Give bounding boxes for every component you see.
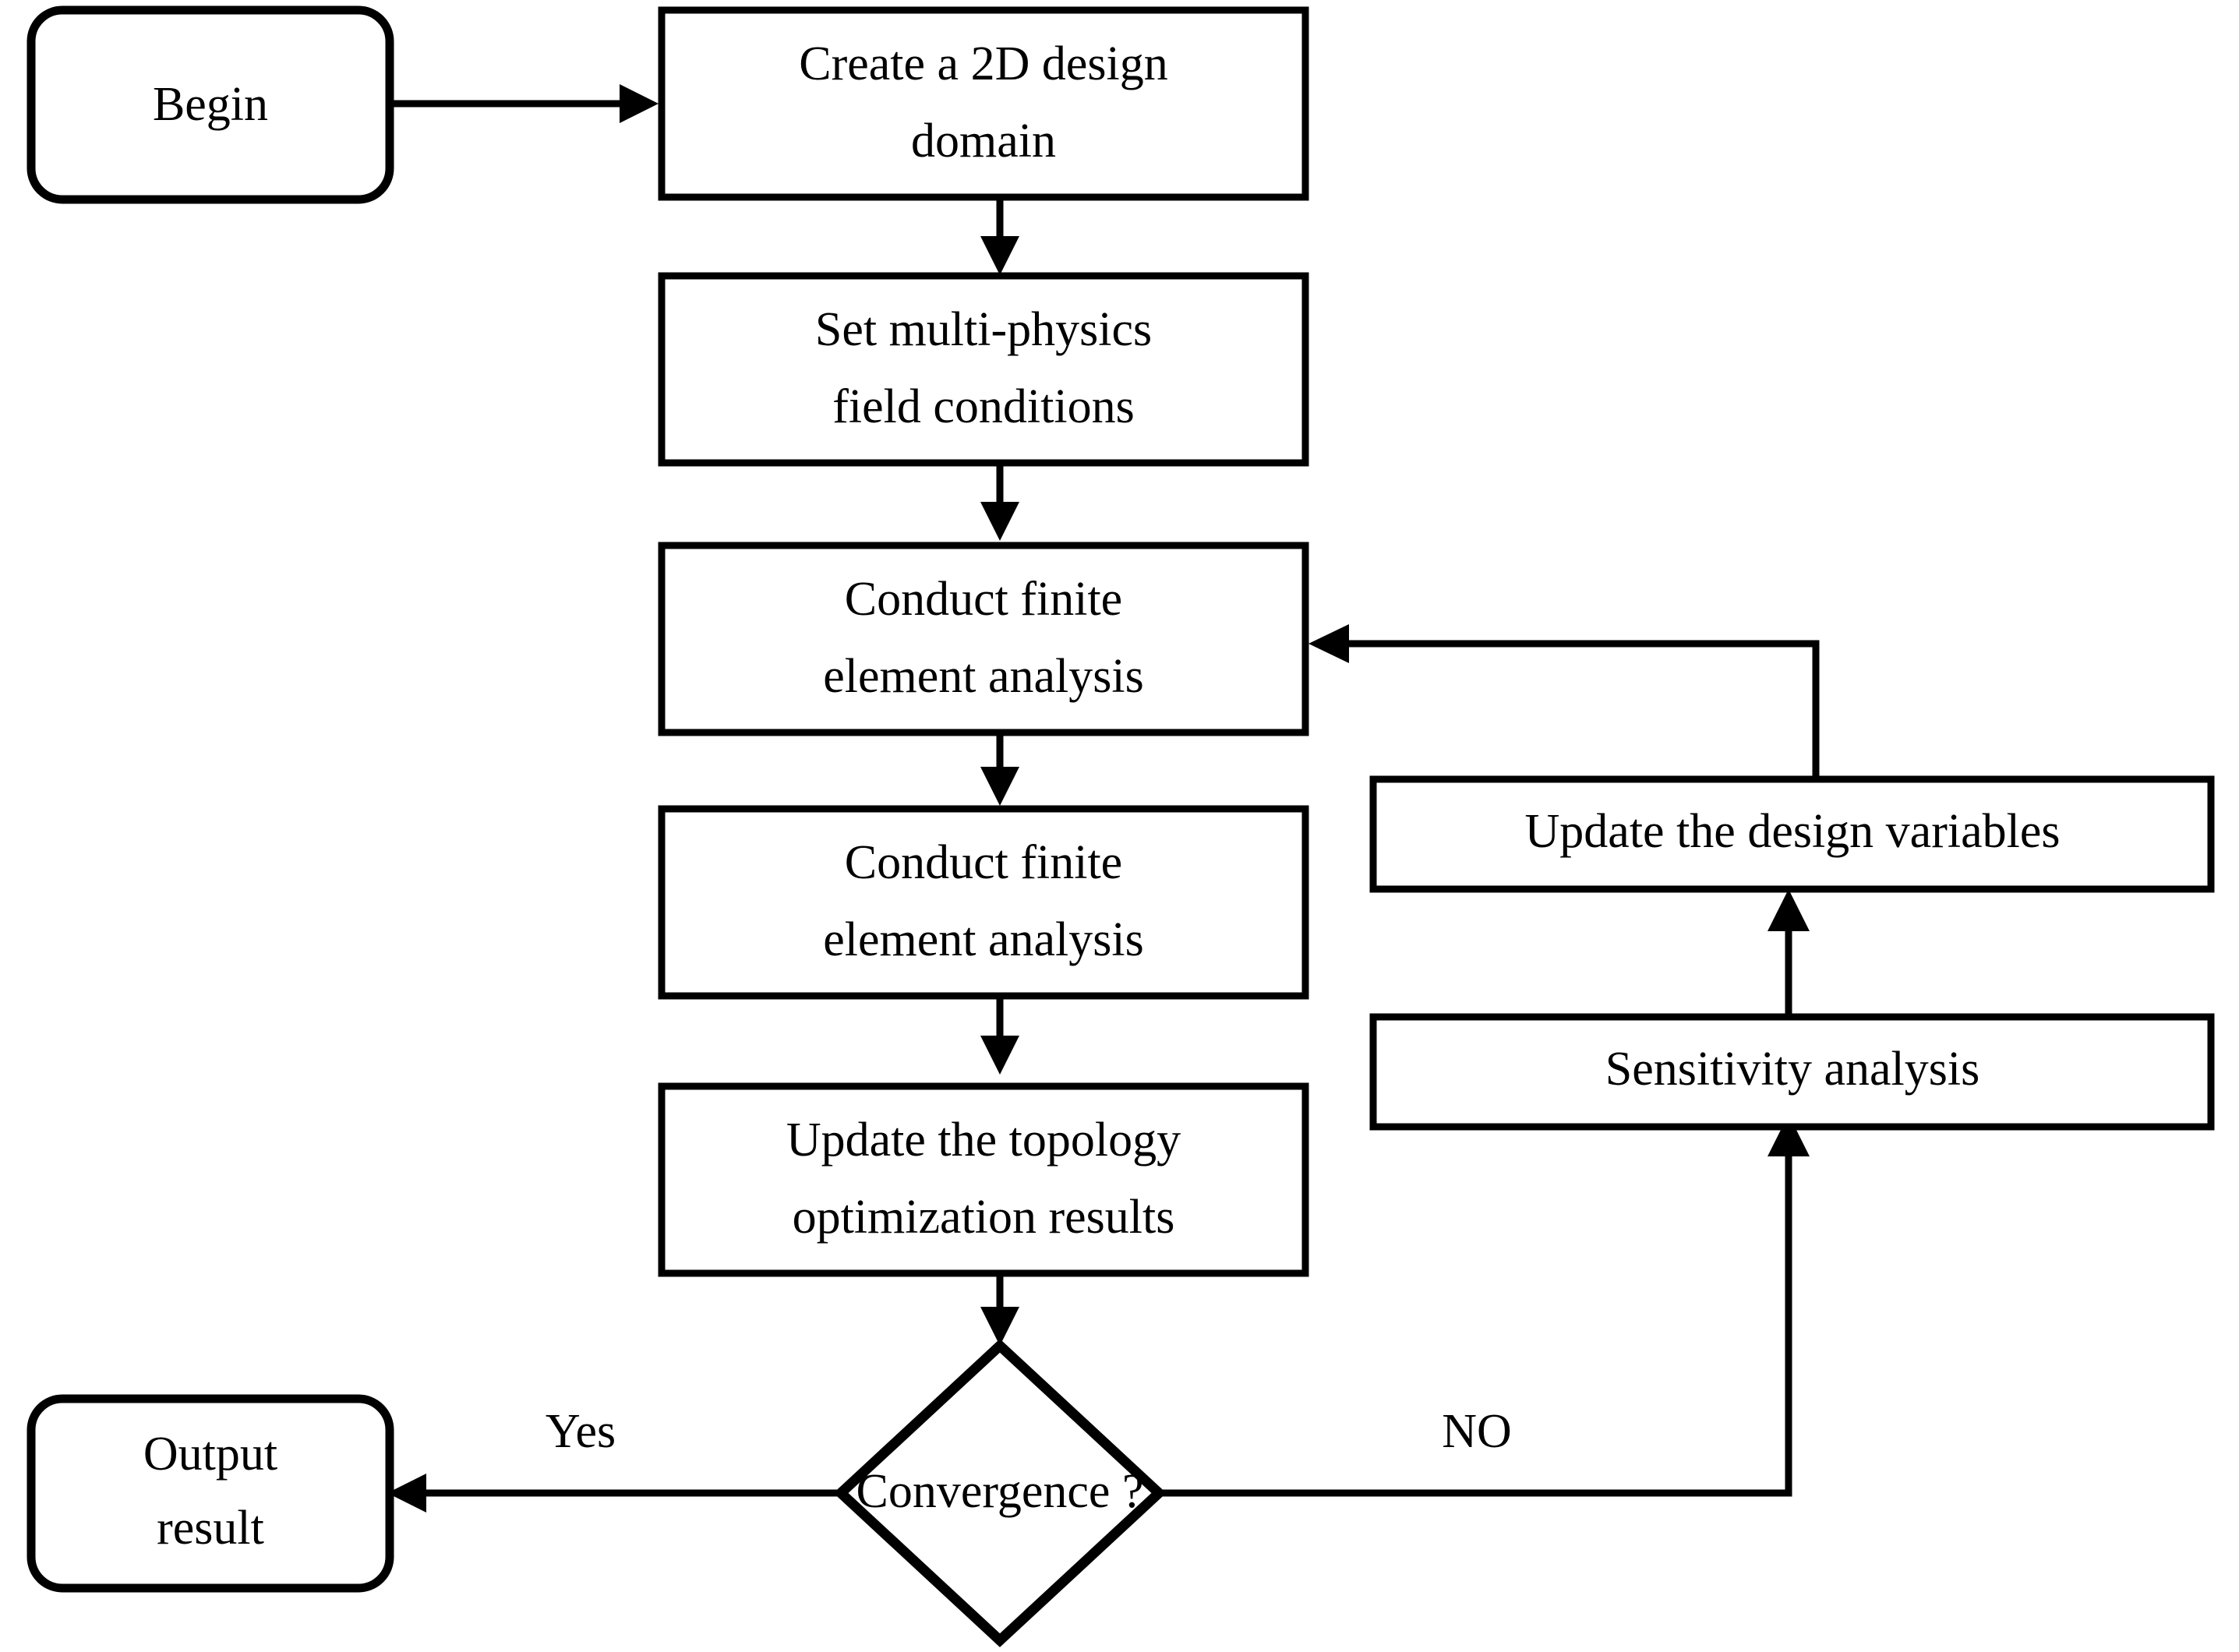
node-begin[interactable]: Begin [26, 5, 394, 204]
update-design-variables-shape[interactable] [1369, 775, 2215, 893]
arrow-head-icon [1768, 1114, 1810, 1156]
edge-set-conditions-to-fea-first [980, 463, 1019, 541]
sensitivity-analysis-shape[interactable] [1369, 1013, 2215, 1131]
begin-label: Begin [153, 78, 268, 131]
convergence-shape[interactable] [833, 1339, 1167, 1647]
node-sensitivity-analysis[interactable]: Sensitivity analysis [1369, 1013, 2215, 1131]
output-result-label-line1: Output [143, 1428, 277, 1481]
arrow-head-icon [1308, 624, 1349, 663]
set-conditions-label-line2: field conditions [832, 380, 1134, 433]
fea-second-shape[interactable] [658, 805, 1309, 1000]
output-result-label-line2: result [157, 1502, 264, 1555]
node-convergence[interactable]: Convergence ? [833, 1339, 1167, 1647]
create-domain-label-line1: Create a 2D design [799, 37, 1167, 90]
edge-fea-second-to-update-topology [980, 996, 1019, 1075]
node-output-result[interactable]: Output result [26, 1394, 394, 1593]
set-conditions-label-line1: Set multi-physics [815, 303, 1152, 356]
edge-label-yes: Yes [546, 1405, 616, 1458]
convergence-label: Convergence ? [856, 1465, 1144, 1518]
output-result-shape[interactable] [26, 1394, 394, 1593]
arrow-head-icon [1768, 889, 1810, 931]
node-update-topology[interactable]: Update the topology optimization results [658, 1082, 1309, 1277]
update-design-variables-label: Update the design variables [1525, 805, 2061, 858]
node-update-design-variables[interactable]: Update the design variables [1369, 775, 2215, 893]
fea-second-label-line1: Conduct finite [845, 836, 1122, 889]
update-topology-label-line2: optimization results [793, 1191, 1175, 1244]
edge-begin-to-create-domain [390, 84, 659, 123]
arrow-head-icon [980, 1036, 1019, 1075]
arrow-head-icon [980, 502, 1019, 541]
node-fea-first[interactable]: Conduct finite element analysis [658, 542, 1309, 736]
edge-create-domain-to-set-conditions [980, 197, 1019, 275]
arrow-head-icon [980, 767, 1019, 806]
edge-update-topology-to-convergence [980, 1273, 1019, 1346]
arrow-head-icon [620, 84, 659, 123]
create-domain-label-line2: domain [911, 115, 1056, 168]
edge-fea-first-to-fea-second [980, 732, 1019, 806]
fea-first-label-line2: element analysis [823, 650, 1143, 703]
edge-convergence-to-sensitivity-analysis [1159, 1114, 1810, 1497]
begin-shape[interactable] [26, 5, 394, 204]
create-domain-shape[interactable] [658, 6, 1309, 201]
edge-update-design-variables-to-fea-first [1308, 624, 1820, 779]
arrow-head-icon [980, 236, 1019, 275]
update-topology-label-line1: Update the topology [786, 1114, 1181, 1167]
node-create-domain[interactable]: Create a 2D design domain [658, 6, 1309, 201]
node-set-conditions[interactable]: Set multi-physics field conditions [658, 272, 1309, 467]
fea-second-label-line2: element analysis [823, 913, 1143, 966]
arrow-head-icon [387, 1474, 426, 1513]
edge-convergence-to-output-result [387, 1474, 842, 1513]
edge-sensitivity-to-update-design-variables [1768, 889, 1810, 1017]
fea-first-shape[interactable] [658, 542, 1309, 736]
sensitivity-analysis-label: Sensitivity analysis [1605, 1043, 1980, 1096]
set-conditions-shape[interactable] [658, 272, 1309, 467]
update-topology-shape[interactable] [658, 1082, 1309, 1277]
arrow-head-icon [980, 1307, 1019, 1346]
fea-first-label-line1: Conduct finite [845, 573, 1122, 626]
edge-label-no: NO [1442, 1405, 1512, 1458]
node-fea-second[interactable]: Conduct finite element analysis [658, 805, 1309, 1000]
